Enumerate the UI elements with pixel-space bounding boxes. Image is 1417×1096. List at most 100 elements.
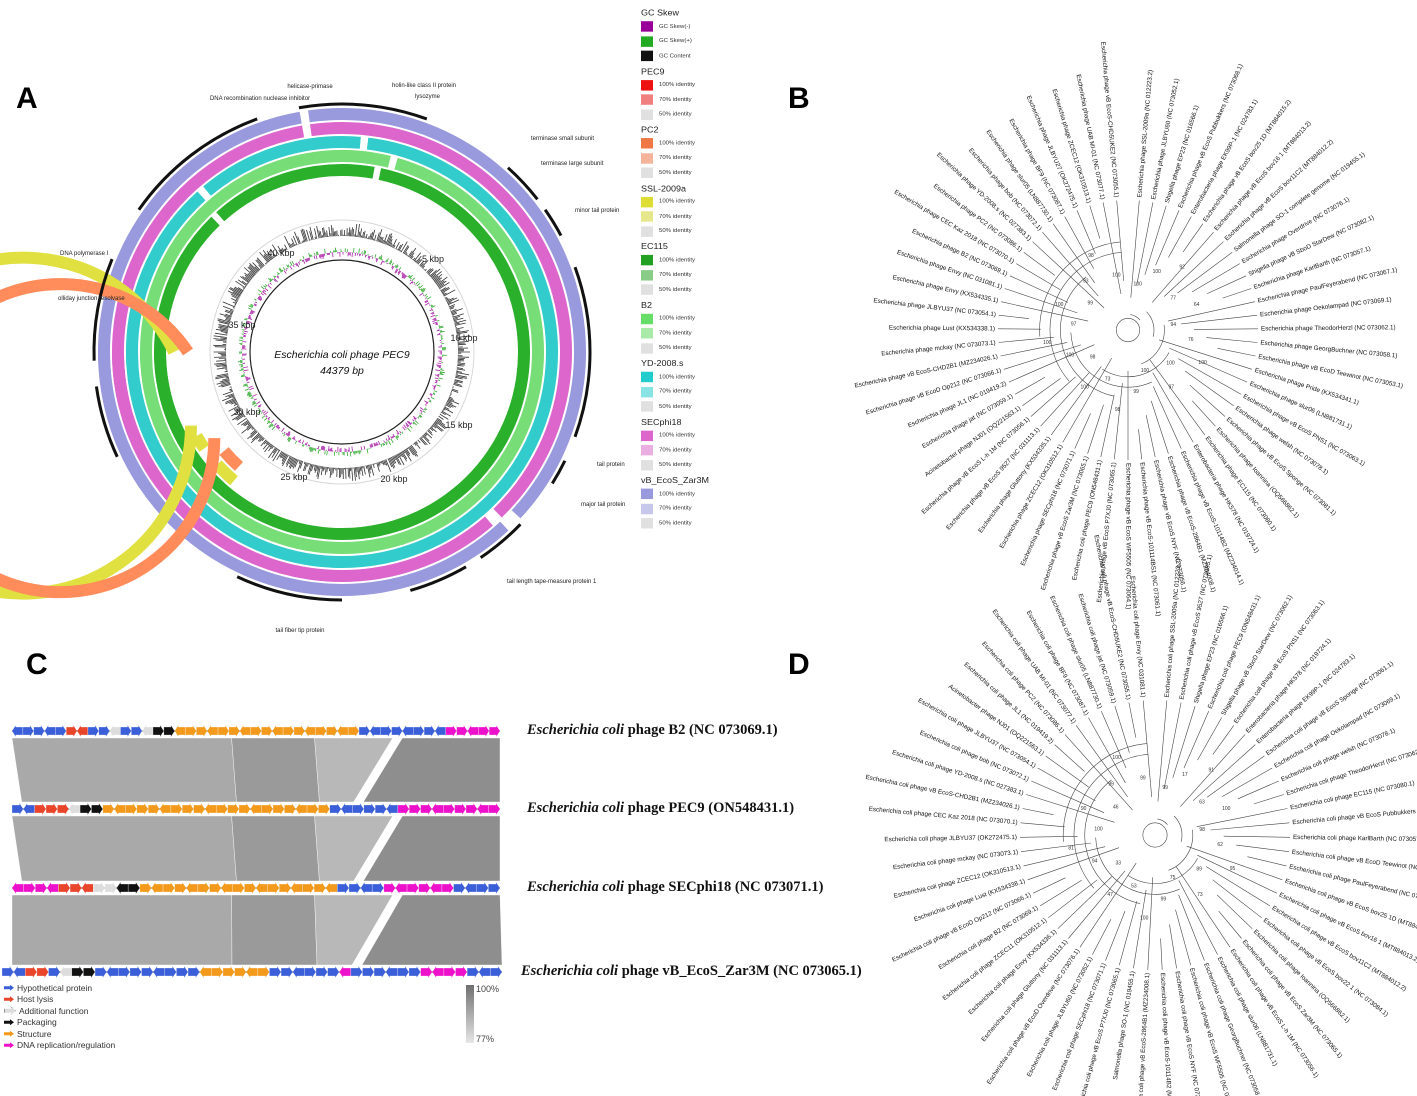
circular-genome-map <box>0 102 592 602</box>
legend-swatch <box>641 211 653 222</box>
phage-name: phage SECphi18 (NC 073071.1) <box>624 879 824 895</box>
tree-branch <box>1182 223 1204 253</box>
gene-arrow <box>234 965 247 979</box>
gene-annotation-label: holin-like class II protein <box>392 83 456 89</box>
tree-branch <box>1100 394 1115 458</box>
bootstrap-value: 98 <box>1199 827 1205 833</box>
synteny-band <box>314 737 393 803</box>
legend-swatch <box>641 445 653 456</box>
gene-arrow <box>456 724 468 738</box>
gene-arrow <box>395 881 408 895</box>
legend-group-title: SECphi18 <box>641 416 682 427</box>
legend-identity-item: 70% identity <box>641 501 761 516</box>
tree-branch <box>1222 767 1273 797</box>
legend-identity-item: 50% identity <box>641 166 761 181</box>
synteny-band <box>363 737 501 803</box>
tree-branch <box>1020 822 1065 828</box>
tree-branch <box>1205 866 1271 907</box>
tree-branch <box>1030 376 1076 417</box>
gene-arrow <box>423 724 436 738</box>
tree-branch <box>1114 383 1123 460</box>
tree-taxon-label: Escherichia coli phage JLBYU37 (OK272475… <box>884 834 1017 843</box>
tree-branch <box>1149 359 1206 436</box>
tree-branch <box>1045 755 1089 788</box>
tree-branch <box>1192 744 1256 801</box>
tree-branch <box>1022 808 1054 815</box>
gene-arrow <box>445 724 457 738</box>
legend-group-title: vB_EcoS_Zar3M <box>641 475 710 485</box>
tree-internal-arc <box>1070 332 1152 388</box>
gene-arrow <box>369 724 381 738</box>
legend-group-title: PC2 <box>641 124 659 135</box>
bootstrap-value: 73 <box>1197 892 1203 898</box>
tree-branch <box>998 336 1054 343</box>
gene-category-label: Hypothetical protein <box>17 982 93 993</box>
legend-swatch <box>641 21 653 32</box>
gene-arrow <box>182 802 194 816</box>
tree-branch <box>1216 894 1253 929</box>
gene-arrow <box>454 802 467 816</box>
gene-category-label: Structure <box>17 1028 52 1039</box>
tree-branch <box>1197 717 1222 761</box>
gene-arrow <box>315 724 327 738</box>
tree-taxon-label: Escherichia phage vB EcoS-CHD5UKE2 (NC 0… <box>1099 41 1120 197</box>
tree-branch <box>1236 844 1290 852</box>
tree-branch <box>1033 877 1066 894</box>
kbp-tick-label: 15 kbp <box>445 420 472 430</box>
bootstrap-value: 46 <box>1113 805 1119 811</box>
gene-arrow <box>391 724 403 738</box>
gene-arrow <box>453 881 466 895</box>
gene-arrow <box>238 802 251 816</box>
gene-arrow <box>326 724 338 738</box>
tree-branch <box>1191 263 1240 293</box>
gene-arrow <box>340 802 353 816</box>
tree-internal-arc <box>1049 252 1122 382</box>
legend-swatch <box>641 167 653 179</box>
tree-internal-arc <box>1168 829 1194 871</box>
legend-label: 70% identity <box>659 330 692 337</box>
bootstrap-value: 99 <box>1140 776 1146 782</box>
legend-group-title: EC115 <box>641 241 668 252</box>
legend-swatch <box>641 153 653 164</box>
gene-arrow <box>246 965 258 979</box>
gene-arrow <box>464 881 477 895</box>
legend-label: 50% identity <box>659 403 692 410</box>
tree-branch <box>1138 429 1142 460</box>
tree-branch <box>1054 744 1085 772</box>
gene-annotation-label: tail fiber tip protein <box>275 628 324 634</box>
legend-label: 70% identity <box>659 96 692 103</box>
legend-identity-item: 70% identity <box>641 92 761 107</box>
tree-taxon-label: Escherichia coli phage CEC Kaz 2018 (NC … <box>868 806 1017 827</box>
bootstrap-value: 100 <box>1066 352 1075 358</box>
gene-annotation-label: tail protein <box>597 462 625 468</box>
bootstrap-value: 33 <box>1116 861 1122 867</box>
gene-arrow <box>93 881 106 895</box>
gene-arrow <box>386 802 399 816</box>
gene-arrow <box>22 724 34 738</box>
tree-internal-arc <box>1157 818 1168 825</box>
gene-arrow <box>1 965 14 979</box>
ring-5-segment-3 <box>216 164 375 222</box>
legend-gc-item: GC Skew(-) <box>641 19 761 34</box>
gene-arrow <box>58 881 71 895</box>
tree-branch <box>1074 413 1091 449</box>
gene-arrow <box>443 965 456 979</box>
legend-gc-item: GC Skew(+) <box>641 34 761 49</box>
tree-branch <box>1019 836 1078 838</box>
gene-arrow <box>272 802 285 816</box>
tree-branch <box>1210 822 1290 831</box>
gene-arrow <box>329 802 342 816</box>
species-name: Escherichia coli <box>521 963 619 979</box>
gene-arrow <box>109 724 121 738</box>
gene-arrow <box>125 802 138 816</box>
tree-branch <box>1064 734 1133 811</box>
synteny-band <box>231 815 320 882</box>
bootstrap-value: 98 <box>1088 253 1094 259</box>
gc-content-baseline <box>209 219 475 485</box>
gene-arrow <box>476 881 489 895</box>
legend-identity-item: 50% identity <box>641 341 761 356</box>
tree-taxon-label: Escherichia phage mckay (NC 073073.1) <box>881 339 996 357</box>
gene-arrow <box>327 965 340 979</box>
legend-label: 70% identity <box>659 213 692 220</box>
